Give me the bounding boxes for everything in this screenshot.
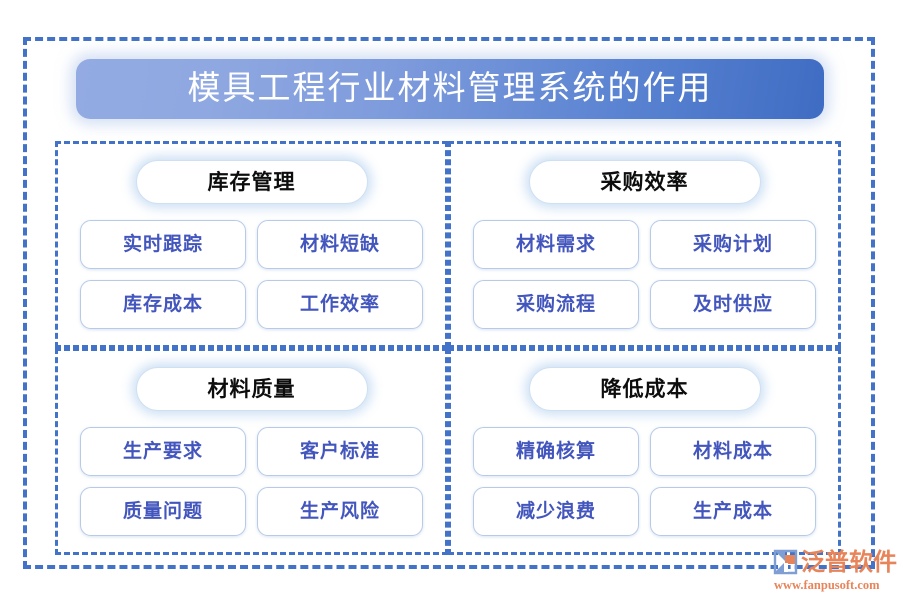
quadrant-header-label: 材料质量 [207, 376, 296, 401]
quadrant-header-pill[interactable]: 采购效率 [528, 160, 761, 204]
item-pill[interactable]: 材料成本 [650, 427, 816, 476]
quadrant-header-pill[interactable]: 降低成本 [528, 367, 761, 411]
quadrant-items: 材料需求 采购计划 采购流程 及时供应 [473, 220, 816, 329]
quadrant-material-quality: 材料质量 生产要求 客户标准 质量问题 生产风险 [55, 348, 448, 555]
item-pill[interactable]: 工作效率 [257, 280, 423, 329]
quadrant-header-label: 库存管理 [207, 169, 296, 194]
item-pill[interactable]: 生产风险 [257, 487, 423, 536]
watermark-url: www.fanpusoft.com [774, 578, 880, 592]
item-pill[interactable]: 库存成本 [80, 280, 246, 329]
item-pill[interactable]: 生产成本 [650, 487, 816, 536]
item-pill[interactable]: 实时跟踪 [80, 220, 246, 269]
item-label: 生产要求 [122, 441, 203, 462]
item-label: 精确核算 [515, 441, 596, 462]
item-pill[interactable]: 材料需求 [473, 220, 639, 269]
quadrant-header-pill[interactable]: 材料质量 [135, 367, 368, 411]
page-title: 模具工程行业材料管理系统的作用 [187, 70, 713, 107]
item-label: 生产风险 [299, 501, 380, 522]
item-label: 采购计划 [692, 234, 773, 255]
item-label: 及时供应 [692, 294, 773, 315]
quadrant-items: 实时跟踪 材料短缺 库存成本 工作效率 [80, 220, 423, 329]
item-label: 库存成本 [122, 294, 203, 315]
item-label: 生产成本 [692, 501, 773, 522]
item-pill[interactable]: 质量问题 [80, 487, 246, 536]
quadrant-inventory-management: 库存管理 实时跟踪 材料短缺 库存成本 工作效率 [55, 141, 448, 348]
item-label: 材料成本 [692, 441, 773, 462]
quadrant-grid: 库存管理 实时跟踪 材料短缺 库存成本 工作效率 采购效率 材料需求 [55, 141, 841, 555]
page-title-banner: 模具工程行业材料管理系统的作用 [76, 59, 824, 119]
item-pill[interactable]: 采购流程 [473, 280, 639, 329]
item-pill[interactable]: 减少浪费 [473, 487, 639, 536]
item-pill[interactable]: 采购计划 [650, 220, 816, 269]
quadrant-header-label: 降低成本 [600, 376, 689, 401]
outer-dashed-frame [23, 37, 875, 569]
item-pill[interactable]: 精确核算 [473, 427, 639, 476]
quadrant-header-label: 采购效率 [600, 169, 689, 194]
item-label: 材料短缺 [299, 234, 380, 255]
item-pill[interactable]: 及时供应 [650, 280, 816, 329]
quadrant-items: 精确核算 材料成本 减少浪费 生产成本 [473, 427, 816, 536]
watermark-logo: 泛普软件 www.fanpusoft.com [772, 548, 897, 594]
item-label: 实时跟踪 [122, 234, 203, 255]
item-pill[interactable]: 生产要求 [80, 427, 246, 476]
quadrant-procurement-efficiency: 采购效率 材料需求 采购计划 采购流程 及时供应 [448, 141, 841, 348]
quadrant-header-pill[interactable]: 库存管理 [135, 160, 368, 204]
item-label: 采购流程 [515, 294, 596, 315]
quadrant-items: 生产要求 客户标准 质量问题 生产风险 [80, 427, 423, 536]
quadrant-cost-reduction: 降低成本 精确核算 材料成本 减少浪费 生产成本 [448, 348, 841, 555]
item-pill[interactable]: 客户标准 [257, 427, 423, 476]
item-label: 质量问题 [122, 501, 203, 522]
item-label: 材料需求 [515, 234, 596, 255]
item-pill[interactable]: 材料短缺 [257, 220, 423, 269]
fanpu-logo-icon [772, 549, 799, 576]
item-label: 减少浪费 [515, 501, 596, 522]
watermark-brand-name: 泛普软件 [801, 549, 897, 576]
item-label: 工作效率 [299, 294, 380, 315]
item-label: 客户标准 [299, 441, 380, 462]
watermark-brand-row: 泛普软件 [772, 548, 897, 577]
